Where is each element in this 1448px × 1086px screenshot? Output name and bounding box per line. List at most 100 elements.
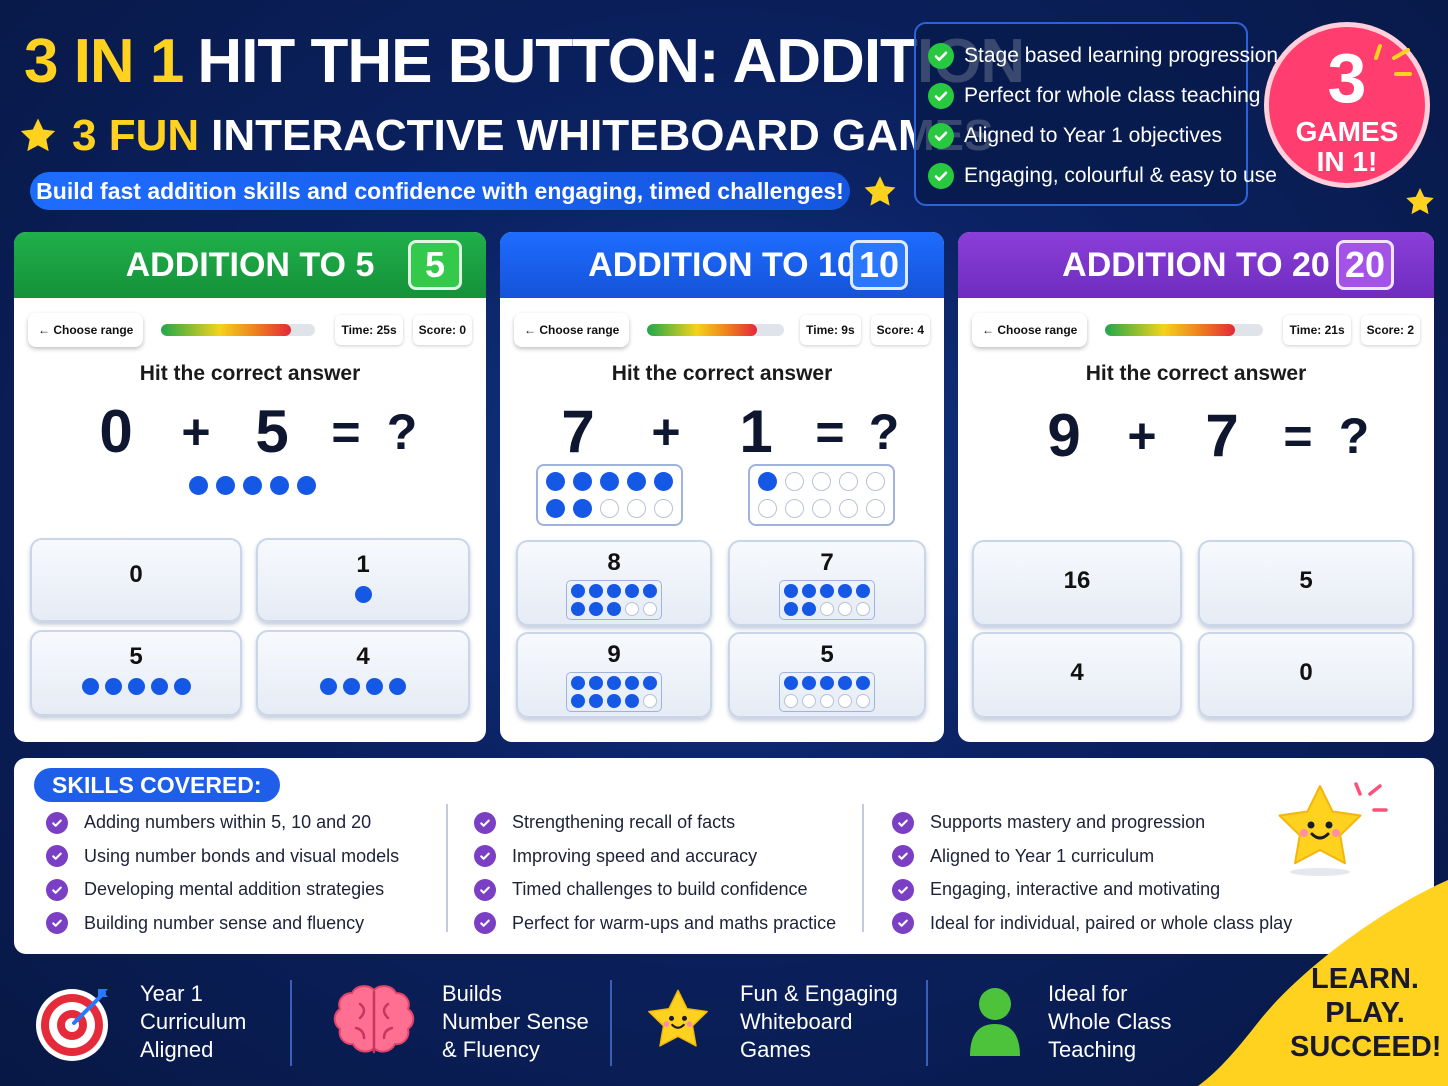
star-icon	[20, 118, 56, 152]
right-operand: 1	[739, 398, 773, 465]
plus-sign: +	[651, 404, 681, 460]
check-icon	[474, 912, 496, 935]
tagline-banner: Build fast addition skills and confidenc…	[30, 172, 850, 210]
left-operand: 7	[561, 398, 595, 465]
answer-button[interactable]: 4	[972, 632, 1182, 718]
game-toolbar: ← Choose range Time: 25s Score: 0	[28, 312, 472, 348]
sparkle-icon	[1354, 782, 1388, 812]
skill-item: Improving speed and accuracy	[474, 840, 836, 874]
subtitle-rest: INTERACTIVE WHITEBOARD GAMES	[211, 111, 994, 160]
game-toolbar: ← Choose range Time: 21s Score: 2	[972, 312, 1420, 348]
answer-button[interactable]: 16	[972, 540, 1182, 626]
games-in-one-badge: 3 GAMES IN 1!	[1264, 22, 1430, 188]
skill-item: Building number sense and fluency	[46, 907, 399, 941]
target-icon	[36, 989, 108, 1061]
time-display: Time: 21s	[1283, 315, 1351, 345]
left-operand: 9	[1047, 402, 1081, 469]
brain-icon	[333, 985, 415, 1054]
score-display: Score: 4	[870, 315, 930, 345]
equals-sign: =	[815, 404, 845, 460]
footer-divider	[290, 980, 292, 1066]
person-icon	[970, 988, 1020, 1056]
skill-item: Developing mental addition strategies	[46, 873, 399, 907]
skills-heading: SKILLS COVERED:	[34, 768, 280, 802]
panel-title: ADDITION TO 20	[1062, 245, 1330, 284]
answer-button[interactable]: 9	[516, 632, 712, 718]
feature-curriculum: Year 1 Curriculum Aligned	[32, 980, 246, 1064]
feature-number-sense: Builds Number Sense & Fluency	[332, 980, 589, 1064]
skill-item: Perfect for warm-ups and maths practice	[474, 907, 836, 941]
panel-header: ADDITION TO 20 20	[958, 232, 1434, 298]
time-display: Time: 25s	[335, 315, 403, 345]
check-icon	[474, 845, 496, 868]
footer-divider	[610, 980, 612, 1066]
check-icon	[46, 811, 68, 834]
skill-item: Using number bonds and visual models	[46, 840, 399, 874]
slogan: LEARN. PLAY. SUCCEED!	[1290, 963, 1442, 1063]
game-panel-addition-to-20: ADDITION TO 20 20 ← Choose range Time: 2…	[958, 232, 1434, 742]
answer-button[interactable]: 5	[30, 630, 242, 716]
smiling-star-icon	[1278, 785, 1362, 876]
skill-item: Strengthening recall of facts	[474, 806, 836, 840]
check-icon	[46, 912, 68, 935]
column-divider	[446, 804, 448, 932]
answer-button[interactable]: 7	[728, 540, 926, 626]
subtitle-highlight: 3 FUN	[72, 111, 200, 160]
question-prompt: Hit the correct answer	[1085, 362, 1307, 385]
question-prompt: Hit the correct answer	[611, 362, 833, 385]
panel-header: ADDITION TO 5 5	[14, 232, 486, 298]
check-icon	[928, 163, 954, 189]
skill-item: Aligned to Year 1 curriculum	[892, 840, 1292, 874]
sparkle-icon	[1374, 44, 1412, 76]
timer-progress-bar	[1105, 324, 1264, 336]
answer-button[interactable]: 5	[1198, 540, 1414, 626]
equation: 7 + 1 = ?	[500, 396, 944, 468]
answer-button[interactable]: 0	[1198, 632, 1414, 718]
choose-range-button[interactable]: ← Choose range	[514, 313, 630, 347]
panel-title: ADDITION TO 5	[125, 245, 375, 284]
answer-button[interactable]: 1	[256, 538, 470, 622]
choose-range-button[interactable]: ← Choose range	[28, 313, 144, 347]
benefit-item: Aligned to Year 1 objectives	[928, 116, 1234, 156]
right-operand: 5	[255, 398, 289, 465]
column-divider	[862, 804, 864, 932]
feature-whole-class: Ideal for Whole Class Teaching	[968, 980, 1171, 1064]
plus-sign: +	[181, 404, 211, 460]
check-icon	[474, 878, 496, 901]
yellow-corner-shape	[1198, 880, 1448, 1086]
check-icon	[892, 845, 914, 868]
panel-title: ADDITION TO 10	[588, 245, 856, 284]
check-icon	[46, 878, 68, 901]
score-display: Score: 0	[412, 315, 472, 345]
left-operand: 0	[99, 398, 133, 465]
game-panel-addition-to-5: ADDITION TO 5 5 ← Choose range Time: 25s…	[14, 232, 486, 742]
answer-button[interactable]: 0	[30, 538, 242, 622]
answer-button[interactable]: 5	[728, 632, 926, 718]
timer-progress-bar	[161, 324, 316, 336]
plus-sign: +	[1127, 408, 1157, 464]
range-badge: 20	[1335, 240, 1394, 290]
equation: 0 + 5 = ?	[14, 396, 486, 468]
check-icon	[46, 845, 68, 868]
benefit-item: Perfect for whole class teaching	[928, 76, 1260, 116]
feature-fun-games: Fun & Engaging Whiteboard Games	[642, 980, 898, 1064]
skill-item: Supports mastery and progression	[892, 806, 1292, 840]
answer-button[interactable]: 8	[516, 540, 712, 626]
check-icon	[892, 912, 914, 935]
skill-item: Adding numbers within 5, 10 and 20	[46, 806, 399, 840]
ten-frame	[748, 464, 895, 526]
skills-column-3: Supports mastery and progression Aligned…	[892, 806, 1292, 940]
title-highlight: 3 IN 1	[24, 27, 184, 96]
equation: 9 + 7 = ?	[958, 396, 1434, 469]
check-icon	[892, 811, 914, 834]
answer-button[interactable]: 4	[256, 630, 470, 716]
question-prompt: Hit the correct answer	[139, 362, 361, 385]
game-toolbar: ← Choose range Time: 9s Score: 4	[514, 312, 930, 348]
skills-panel: SKILLS COVERED: Adding numbers within 5,…	[14, 758, 1434, 954]
question-mark: ?	[1338, 408, 1370, 464]
benefit-item: Engaging, colourful & easy to use	[928, 156, 1277, 196]
choose-range-button[interactable]: ← Choose range	[972, 313, 1088, 347]
equals-sign: =	[1283, 408, 1313, 464]
